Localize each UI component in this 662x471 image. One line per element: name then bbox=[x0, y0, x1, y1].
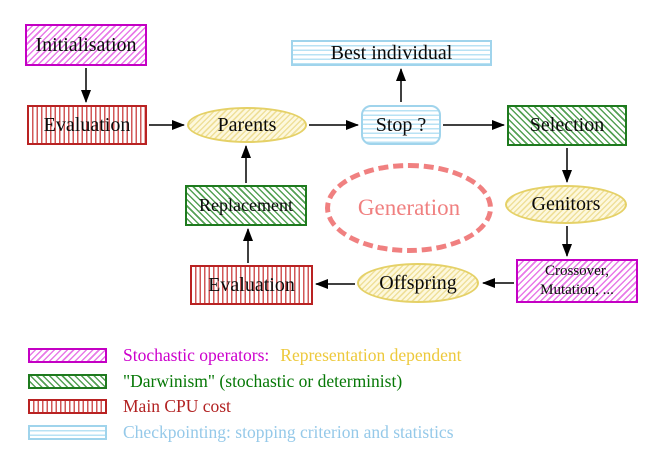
parents-ellipse: Parents bbox=[187, 107, 307, 143]
selection-box: Selection bbox=[507, 105, 627, 146]
legend-row-stochastic-operators: Stochastic operators: Representation dep… bbox=[28, 345, 462, 366]
crossover-label-line1: Crossover, bbox=[545, 262, 609, 279]
legend-label-darwinism: "Darwinism" (stochastic or determinist) bbox=[123, 371, 403, 391]
best-individual-label: Best individual bbox=[330, 41, 453, 64]
evaluation-top-box: Evaluation bbox=[27, 105, 147, 145]
parents-label: Parents bbox=[217, 113, 277, 136]
legend-row-checkpointing: Checkpointing: stopping criterion and st… bbox=[28, 422, 454, 443]
best-individual-box: Best individual bbox=[291, 40, 492, 66]
legend-row-darwinism: "Darwinism" (stochastic or determinist) bbox=[28, 371, 402, 392]
crossover-label-line2: Mutation, ... bbox=[540, 282, 614, 298]
stop-box: Stop ? bbox=[361, 105, 441, 145]
green-hatch-swatch bbox=[28, 374, 107, 389]
legend-row-main-cpu-cost: Main CPU cost bbox=[28, 396, 231, 417]
generation-label: Generation bbox=[357, 194, 461, 220]
magenta-hatch-swatch bbox=[28, 348, 107, 363]
evaluation-bottom-box: Evaluation bbox=[190, 265, 313, 305]
legend-label-checkpointing: Checkpointing: stopping criterion and st… bbox=[123, 422, 454, 442]
offspring-label: Offspring bbox=[379, 271, 457, 294]
initialisation-label: Initialisation bbox=[35, 33, 137, 56]
replacement-label: Replacement bbox=[199, 195, 293, 216]
legend-label-representation-dependent: Representation dependent bbox=[280, 345, 462, 365]
evaluation-top-label: Evaluation bbox=[43, 113, 131, 136]
red-stripe-swatch bbox=[28, 399, 107, 414]
legend-label-main-cpu-cost: Main CPU cost bbox=[123, 396, 231, 416]
genitors-label: Genitors bbox=[531, 193, 601, 215]
selection-label: Selection bbox=[529, 114, 605, 136]
evaluation-bottom-label: Evaluation bbox=[208, 273, 295, 296]
legend-label-stochastic-operators: Stochastic operators: bbox=[123, 345, 270, 365]
crossover-mutation-box: Crossover, Mutation, ... bbox=[516, 259, 638, 303]
initialisation-box: Initialisation bbox=[25, 24, 147, 66]
stop-label: Stop ? bbox=[375, 113, 427, 136]
generation-dashed-ellipse: Generation bbox=[325, 163, 493, 253]
replacement-box: Replacement bbox=[185, 185, 307, 226]
genitors-ellipse: Genitors bbox=[505, 185, 627, 224]
cyan-stripe-swatch bbox=[28, 425, 107, 440]
offspring-ellipse: Offspring bbox=[357, 263, 479, 303]
